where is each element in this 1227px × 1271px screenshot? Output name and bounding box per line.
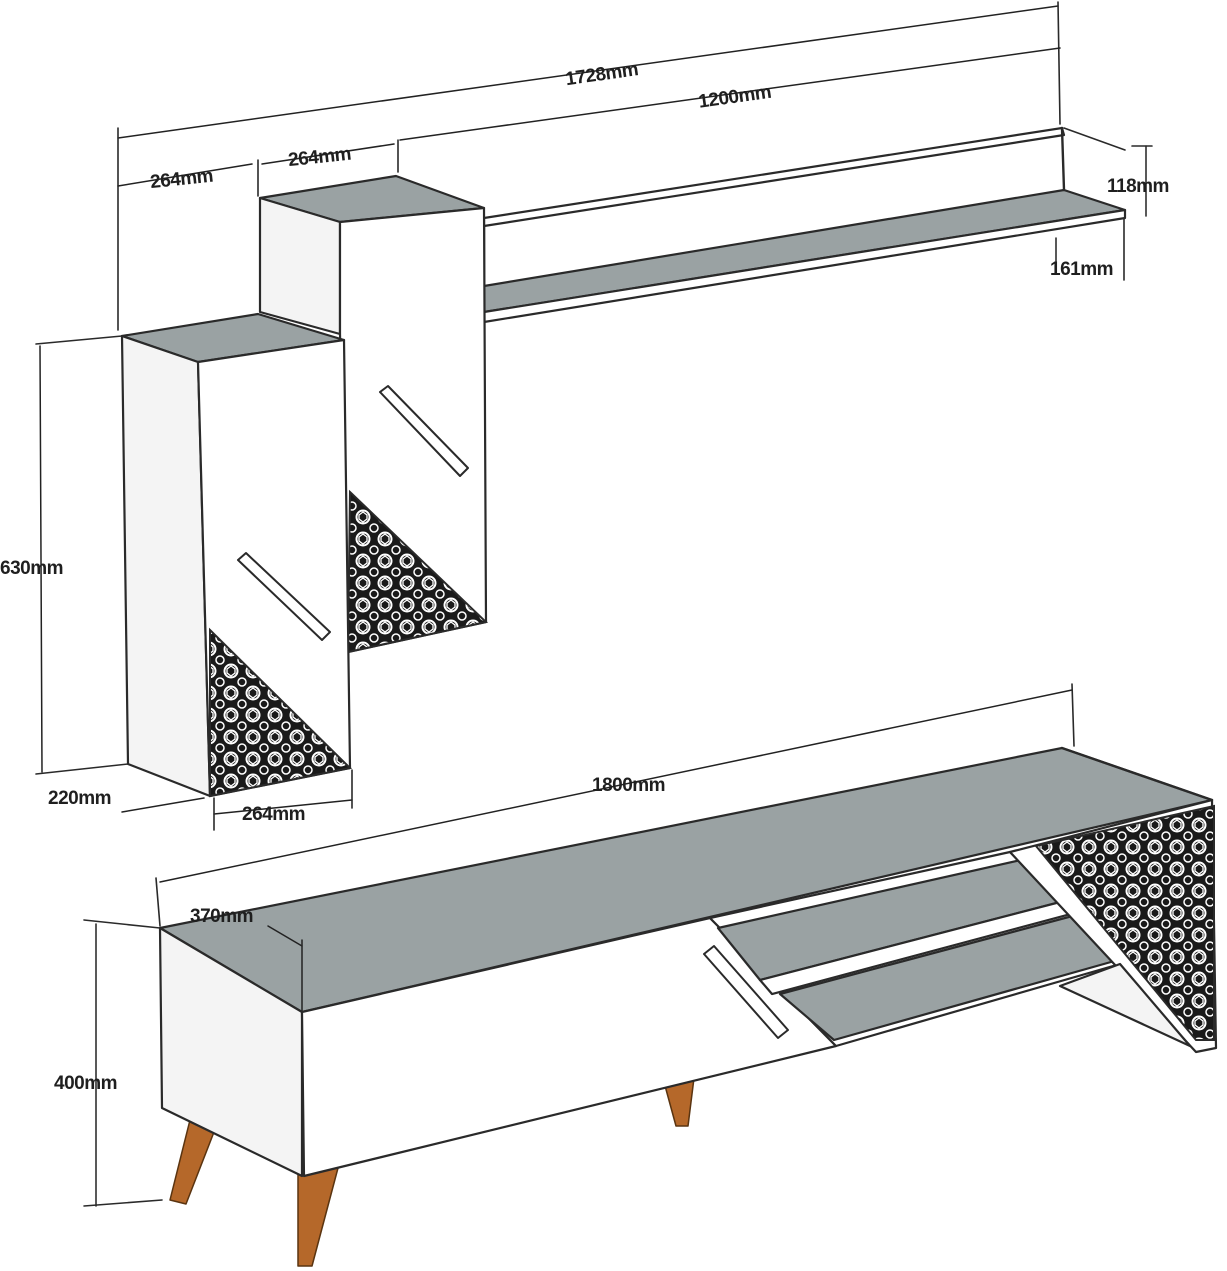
dim-shelf-width: 1200mm: [697, 82, 772, 113]
tv-unit: [158, 746, 1218, 1267]
dim-shelf-depth: 161mm: [1050, 259, 1113, 280]
dim-tv-unit-height: 400mm: [54, 1073, 117, 1094]
wall-unit: [120, 126, 1127, 798]
tv-unit-leg: [169, 1119, 215, 1205]
dim-cabinet-height: 630mm: [0, 558, 63, 579]
dim-tv-unit-width: 1800mm: [592, 775, 665, 796]
dimension-labels: 1728mm 1200mm 264mm 264mm 118mm 161mm 63…: [0, 59, 1169, 1094]
dim-shelf-height: 118mm: [1107, 176, 1169, 197]
dim-total-width-wall: 1728mm: [564, 59, 639, 90]
wall-shelf: [482, 126, 1127, 324]
tv-unit-handle: [703, 945, 789, 1039]
tall-cabinet: [258, 174, 489, 654]
tv-unit-leg: [297, 1167, 339, 1267]
dim-cabinet-right-width: 264mm: [287, 144, 352, 171]
tall-cabinet-handle: [379, 385, 469, 477]
dimension-lines: [35, 1, 1153, 1207]
short-cabinet: [120, 312, 353, 798]
dim-cabinet-front-width: 264mm: [242, 804, 305, 825]
short-cabinet-handle: [237, 552, 331, 641]
dim-cabinet-left-width: 264mm: [149, 166, 214, 193]
dim-tv-unit-depth: 370mm: [190, 906, 253, 927]
dim-cabinet-depth: 220mm: [48, 788, 111, 809]
